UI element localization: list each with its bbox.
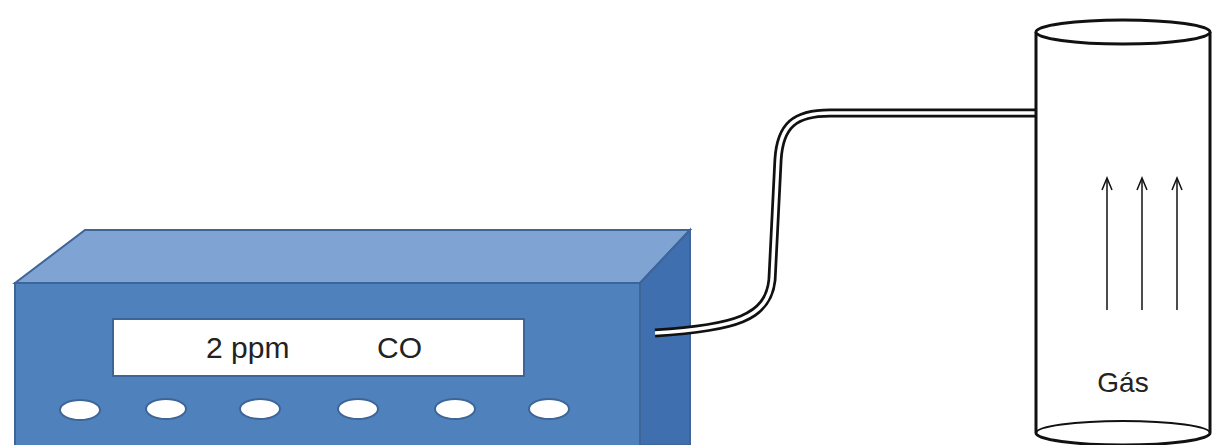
display-reading: CO bbox=[377, 331, 422, 364]
duct-top bbox=[1036, 20, 1210, 44]
button bbox=[240, 399, 280, 419]
housing-top bbox=[15, 230, 690, 283]
button bbox=[529, 399, 569, 419]
housing-side bbox=[640, 230, 690, 445]
flow-arrow-head bbox=[1137, 178, 1147, 190]
buttons bbox=[60, 399, 569, 420]
button bbox=[435, 399, 475, 419]
flow-arrow-head bbox=[1172, 178, 1182, 190]
flow-arrow bbox=[1106, 180, 1108, 310]
button bbox=[338, 399, 378, 419]
button bbox=[146, 399, 186, 419]
housing-front bbox=[15, 283, 640, 445]
gas-duct: Gás bbox=[1033, 18, 1213, 445]
flow-arrow bbox=[1176, 180, 1178, 310]
flow-arrow-head bbox=[1102, 178, 1112, 190]
flow-arrow bbox=[1141, 180, 1143, 310]
duct-bottom-rim bbox=[1036, 421, 1210, 433]
display-screen: 2 ppm CO bbox=[112, 318, 525, 377]
gas-label: Gás bbox=[1097, 368, 1148, 399]
duct-wall bbox=[1036, 32, 1210, 445]
display-reading: 2 ppm bbox=[206, 331, 289, 364]
button bbox=[60, 400, 100, 420]
